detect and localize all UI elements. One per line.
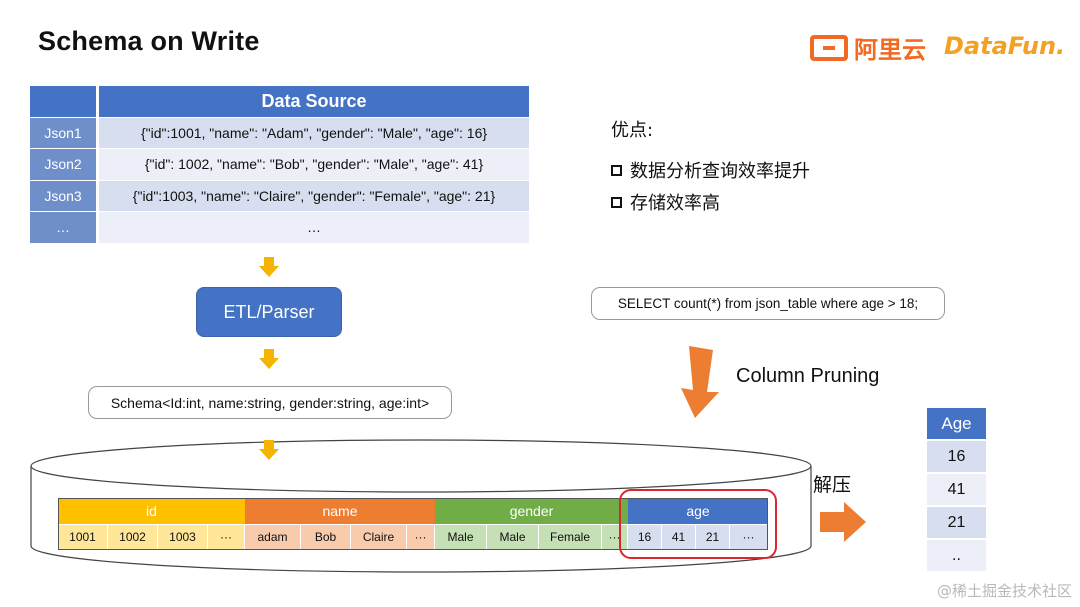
pros-item-label: 存储效率高 xyxy=(630,193,720,214)
big-arrow-down-icon xyxy=(681,346,719,418)
age-column-table: Age 16 41 21 .. xyxy=(927,408,986,573)
table-row: … … xyxy=(30,212,529,244)
cell-name: ··· xyxy=(407,525,435,549)
column-header-name: name xyxy=(245,498,435,524)
pros-item: 数据分析查询效率提升 xyxy=(611,157,810,183)
cell-age: 16 xyxy=(628,525,662,549)
arrow-down-icon xyxy=(259,349,279,369)
row-key: Json2 xyxy=(30,149,96,181)
row-value: {"id":1003, "name": "Claire", "gender": … xyxy=(99,180,529,212)
pros-item-label: 数据分析查询效率提升 xyxy=(630,161,810,182)
row-value: {"id":1001, "name": "Adam", "gender": "M… xyxy=(99,117,529,149)
etl-parser-box: ETL/Parser xyxy=(196,287,342,337)
row-value: {"id": 1002, "name": "Bob", "gender": "M… xyxy=(99,149,529,181)
column-pruning-label: Column Pruning xyxy=(736,365,880,387)
checkbox-icon xyxy=(611,164,622,176)
pros-item: 存储效率高 xyxy=(611,189,720,215)
cell-gender: Female xyxy=(539,525,602,549)
column-header-gender: gender xyxy=(435,498,628,524)
storage-cylinder xyxy=(30,439,812,573)
age-cell: 16 xyxy=(927,441,986,472)
table-row: Json2 {"id": 1002, "name": "Bob", "gende… xyxy=(30,149,529,181)
arrow-right-icon xyxy=(820,502,866,542)
cell-gender: Male xyxy=(487,525,539,549)
cell-id: 1001 xyxy=(58,525,108,549)
age-cell: 21 xyxy=(927,507,986,538)
cell-gender: Male xyxy=(435,525,487,549)
cell-age: 41 xyxy=(662,525,696,549)
data-source-table: Data Source Json1 {"id":1001, "name": "A… xyxy=(30,86,529,244)
data-source-corner-cell xyxy=(30,86,96,118)
sql-query-box: SELECT count(*) from json_table where ag… xyxy=(591,287,945,320)
row-key: Json1 xyxy=(30,117,96,149)
checkbox-icon xyxy=(611,196,622,208)
aliyun-logo: 阿里云 xyxy=(810,30,926,65)
pros-title: 优点: xyxy=(611,120,654,141)
storage-header-row: id name gender age xyxy=(58,498,768,524)
columnar-storage: id name gender age 1001 1002 1003 ··· ad… xyxy=(58,498,768,550)
decompress-label: 解压 xyxy=(813,474,852,496)
arrow-down-icon xyxy=(259,440,279,460)
cell-age: 21 xyxy=(696,525,730,549)
table-row: Json3 {"id":1003, "name": "Claire", "gen… xyxy=(30,180,529,212)
cell-name: Bob xyxy=(301,525,351,549)
data-source-header: Data Source xyxy=(99,86,529,118)
row-value: … xyxy=(99,212,529,244)
cell-age: ··· xyxy=(730,525,768,549)
data-source-header-row: Data Source xyxy=(30,86,529,118)
column-header-id: id xyxy=(58,498,245,524)
cell-id: 1003 xyxy=(158,525,208,549)
age-highlight-outline xyxy=(619,489,777,559)
column-header-age: age xyxy=(628,498,768,524)
row-key: … xyxy=(30,212,96,244)
age-cell: .. xyxy=(927,540,986,571)
cell-name: Claire xyxy=(351,525,407,549)
cell-id: ··· xyxy=(208,525,245,549)
datafun-logo: DataFun. xyxy=(944,32,1066,60)
age-cell: 41 xyxy=(927,474,986,505)
storage-value-row: 1001 1002 1003 ··· adam Bob Claire ··· M… xyxy=(58,524,768,550)
arrow-down-icon xyxy=(259,257,279,277)
cell-name: adam xyxy=(245,525,301,549)
aliyun-logo-text: 阿里云 xyxy=(854,36,926,64)
row-key: Json3 xyxy=(30,180,96,212)
schema-box: Schema<Id:int, name:string, gender:strin… xyxy=(88,386,452,419)
watermark: @稀土掘金技术社区 xyxy=(936,582,1072,600)
page-title: Schema on Write xyxy=(38,26,260,56)
age-column-header: Age xyxy=(927,408,986,439)
aliyun-bracket-icon xyxy=(810,34,848,61)
cell-id: 1002 xyxy=(108,525,158,549)
cell-gender: ··· xyxy=(602,525,628,549)
table-row: Json1 {"id":1001, "name": "Adam", "gende… xyxy=(30,117,529,149)
